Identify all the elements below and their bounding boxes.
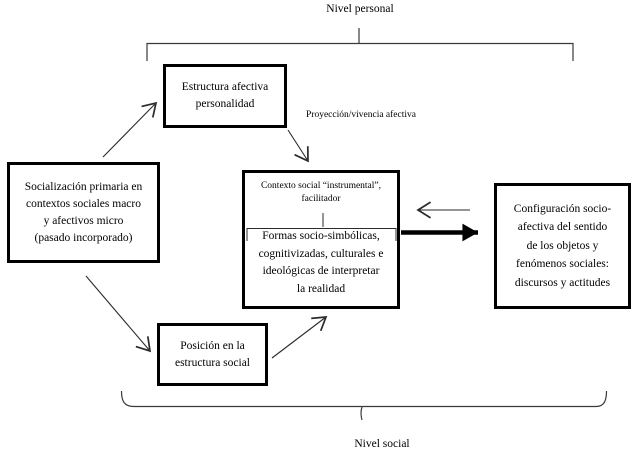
arrow-socializacion-to-estructura — [102, 101, 158, 158]
box-text-line: Formas socio-simbólicas, — [262, 230, 380, 242]
box-text-line: contextos sociales macro — [26, 197, 141, 210]
box-text-line: discursos y actitudes — [514, 276, 611, 289]
box-text-line: ideológicas de interpretar — [262, 265, 380, 277]
formas-socio-simbolicas-text: Formas socio-simbólicas, cognitivizadas,… — [245, 228, 397, 298]
configuracion-socioafectiva-box: Configuración socio- afectiva del sentid… — [494, 183, 631, 309]
box-text-line: cognitivizadas, culturales e — [258, 247, 384, 260]
box-text-line: y afectivos micro — [43, 214, 124, 227]
contexto-social-box: Contexto social “instrumental”, facilita… — [242, 170, 400, 309]
nivel-social-label: Nivel social — [354, 438, 410, 450]
box-text-line: estructura social — [174, 356, 251, 369]
box-text-line: Contexto social “instrumental”, — [260, 181, 382, 191]
box-text-line: Estructura afectiva — [181, 81, 269, 93]
posicion-estructura-box: Posición en la estructura social — [157, 323, 268, 386]
nivel-personal-bracket — [146, 42, 574, 61]
proyeccion-arrow-label: Proyección/vivencia afectiva — [306, 110, 416, 120]
estructura-afectiva-box: Estructura afectiva personalidad — [163, 64, 287, 128]
nivel-social-brace-stem — [360, 406, 363, 421]
arrow-estructura-to-contexto — [287, 129, 309, 163]
box-text-line: fenómenos sociales: — [516, 258, 609, 271]
box-text-line: facilitador — [301, 193, 341, 204]
nivel-personal-label: Nivel personal — [326, 3, 394, 15]
box-text-line: la realidad — [296, 282, 346, 295]
arrow-socializacion-to-posicion — [85, 275, 152, 353]
box-text-line: de los objetos y — [526, 239, 599, 252]
box-text-line: Configuración socio- — [513, 202, 612, 215]
socializacion-primaria-box: Socialización primaria en contextos soci… — [7, 162, 160, 263]
nivel-social-brace — [120, 390, 608, 408]
box-text-line: (pasado incorporado) — [34, 231, 133, 244]
box-text-line: Socialización primaria en — [24, 180, 143, 193]
box-text-line: afectiva del sentido — [517, 221, 608, 234]
arrow-posicion-to-contexto — [271, 316, 328, 359]
contexto-header: Contexto social “instrumental”, facilita… — [245, 180, 397, 205]
box-text-line: personalidad — [195, 98, 255, 110]
box-text-line: Posición en la — [180, 339, 245, 352]
